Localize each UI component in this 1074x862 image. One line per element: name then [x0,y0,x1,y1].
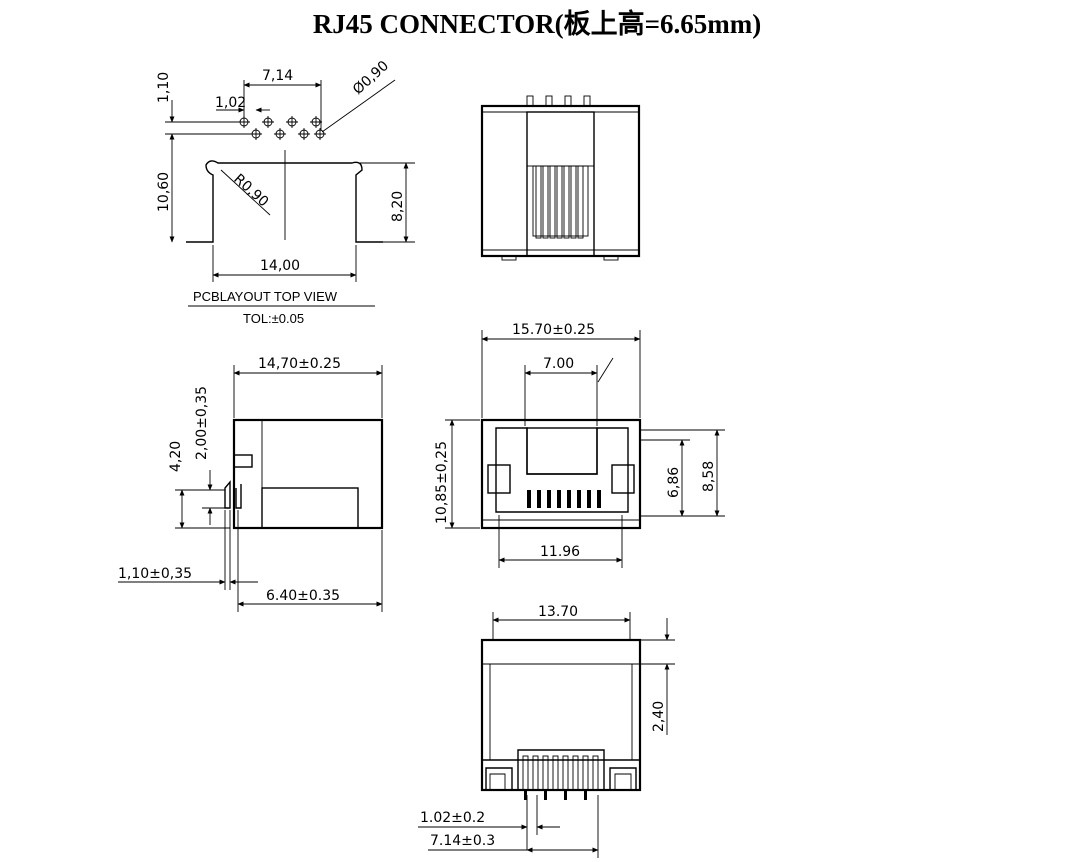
bottom-pins [522,755,599,800]
pcb-pin-holes [238,116,326,140]
dim-bottom-width: 13.70 [538,604,578,620]
rear-contacts [535,165,584,239]
dim-side-length: 14,70±0.25 [258,356,341,372]
front-view: 15.70±0.25 7.00 10,85±0,25 6,86 8,58 11.… [434,322,725,568]
pcb-caption: PCBLAYOUT TOP VIEW [193,289,338,304]
dim-depth: 10,60 [156,172,172,212]
dim-front-width: 15.70±0.25 [512,322,595,338]
dim-pin-pitch: 1,02 [215,95,246,111]
dim-bottom-depth: 2,40 [651,701,667,732]
dim-radius: R0,90 [230,171,271,210]
dim-hole-diameter: Ø0,90 [350,58,392,98]
dim-width: 14,00 [260,258,300,274]
dim-bottom-span: 7.14±0.3 [430,833,495,849]
dim-front-inner-h: 6,86 [666,467,682,498]
dim-side-2: 2,00±0,35 [194,386,210,460]
dim-side-4: 4,20 [168,441,184,472]
front-contacts [527,490,601,508]
rear-top-view [480,95,641,261]
side-view: 14,70±0.25 2,00±0,35 4,20 1,10±0,35 6.40… [118,356,384,612]
dim-front-opening: 7.00 [543,356,574,372]
pcb-layout-view: 1,10 7,14 1,02 Ø0,90 R0,90 10,60 8,20 14… [156,58,415,326]
pcb-tolerance: TOL:±0.05 [243,311,304,326]
dim-front-overall-h: 8,58 [701,461,717,492]
dim-bottom-pitch: 1.02±0.2 [420,810,485,826]
pcb-footprint-outline [186,160,383,243]
dim-side-base: 6.40±0.35 [266,588,340,604]
bottom-view: 13.70 2,40 1.02±0.2 7.14±0.3 [418,604,675,858]
drawing-title: RJ45 CONNECTOR(板上高=6.65mm) [312,9,762,39]
dim-pin-span: 7,14 [262,68,293,84]
dim-height: 8,20 [390,191,406,222]
dim-side-pin-offset: 1,10±0,35 [118,566,192,582]
dim-pin-row-pitch: 1,10 [156,72,172,103]
dim-front-contact-w: 11.96 [540,544,580,560]
dim-front-height: 10,85±0,25 [434,441,450,524]
